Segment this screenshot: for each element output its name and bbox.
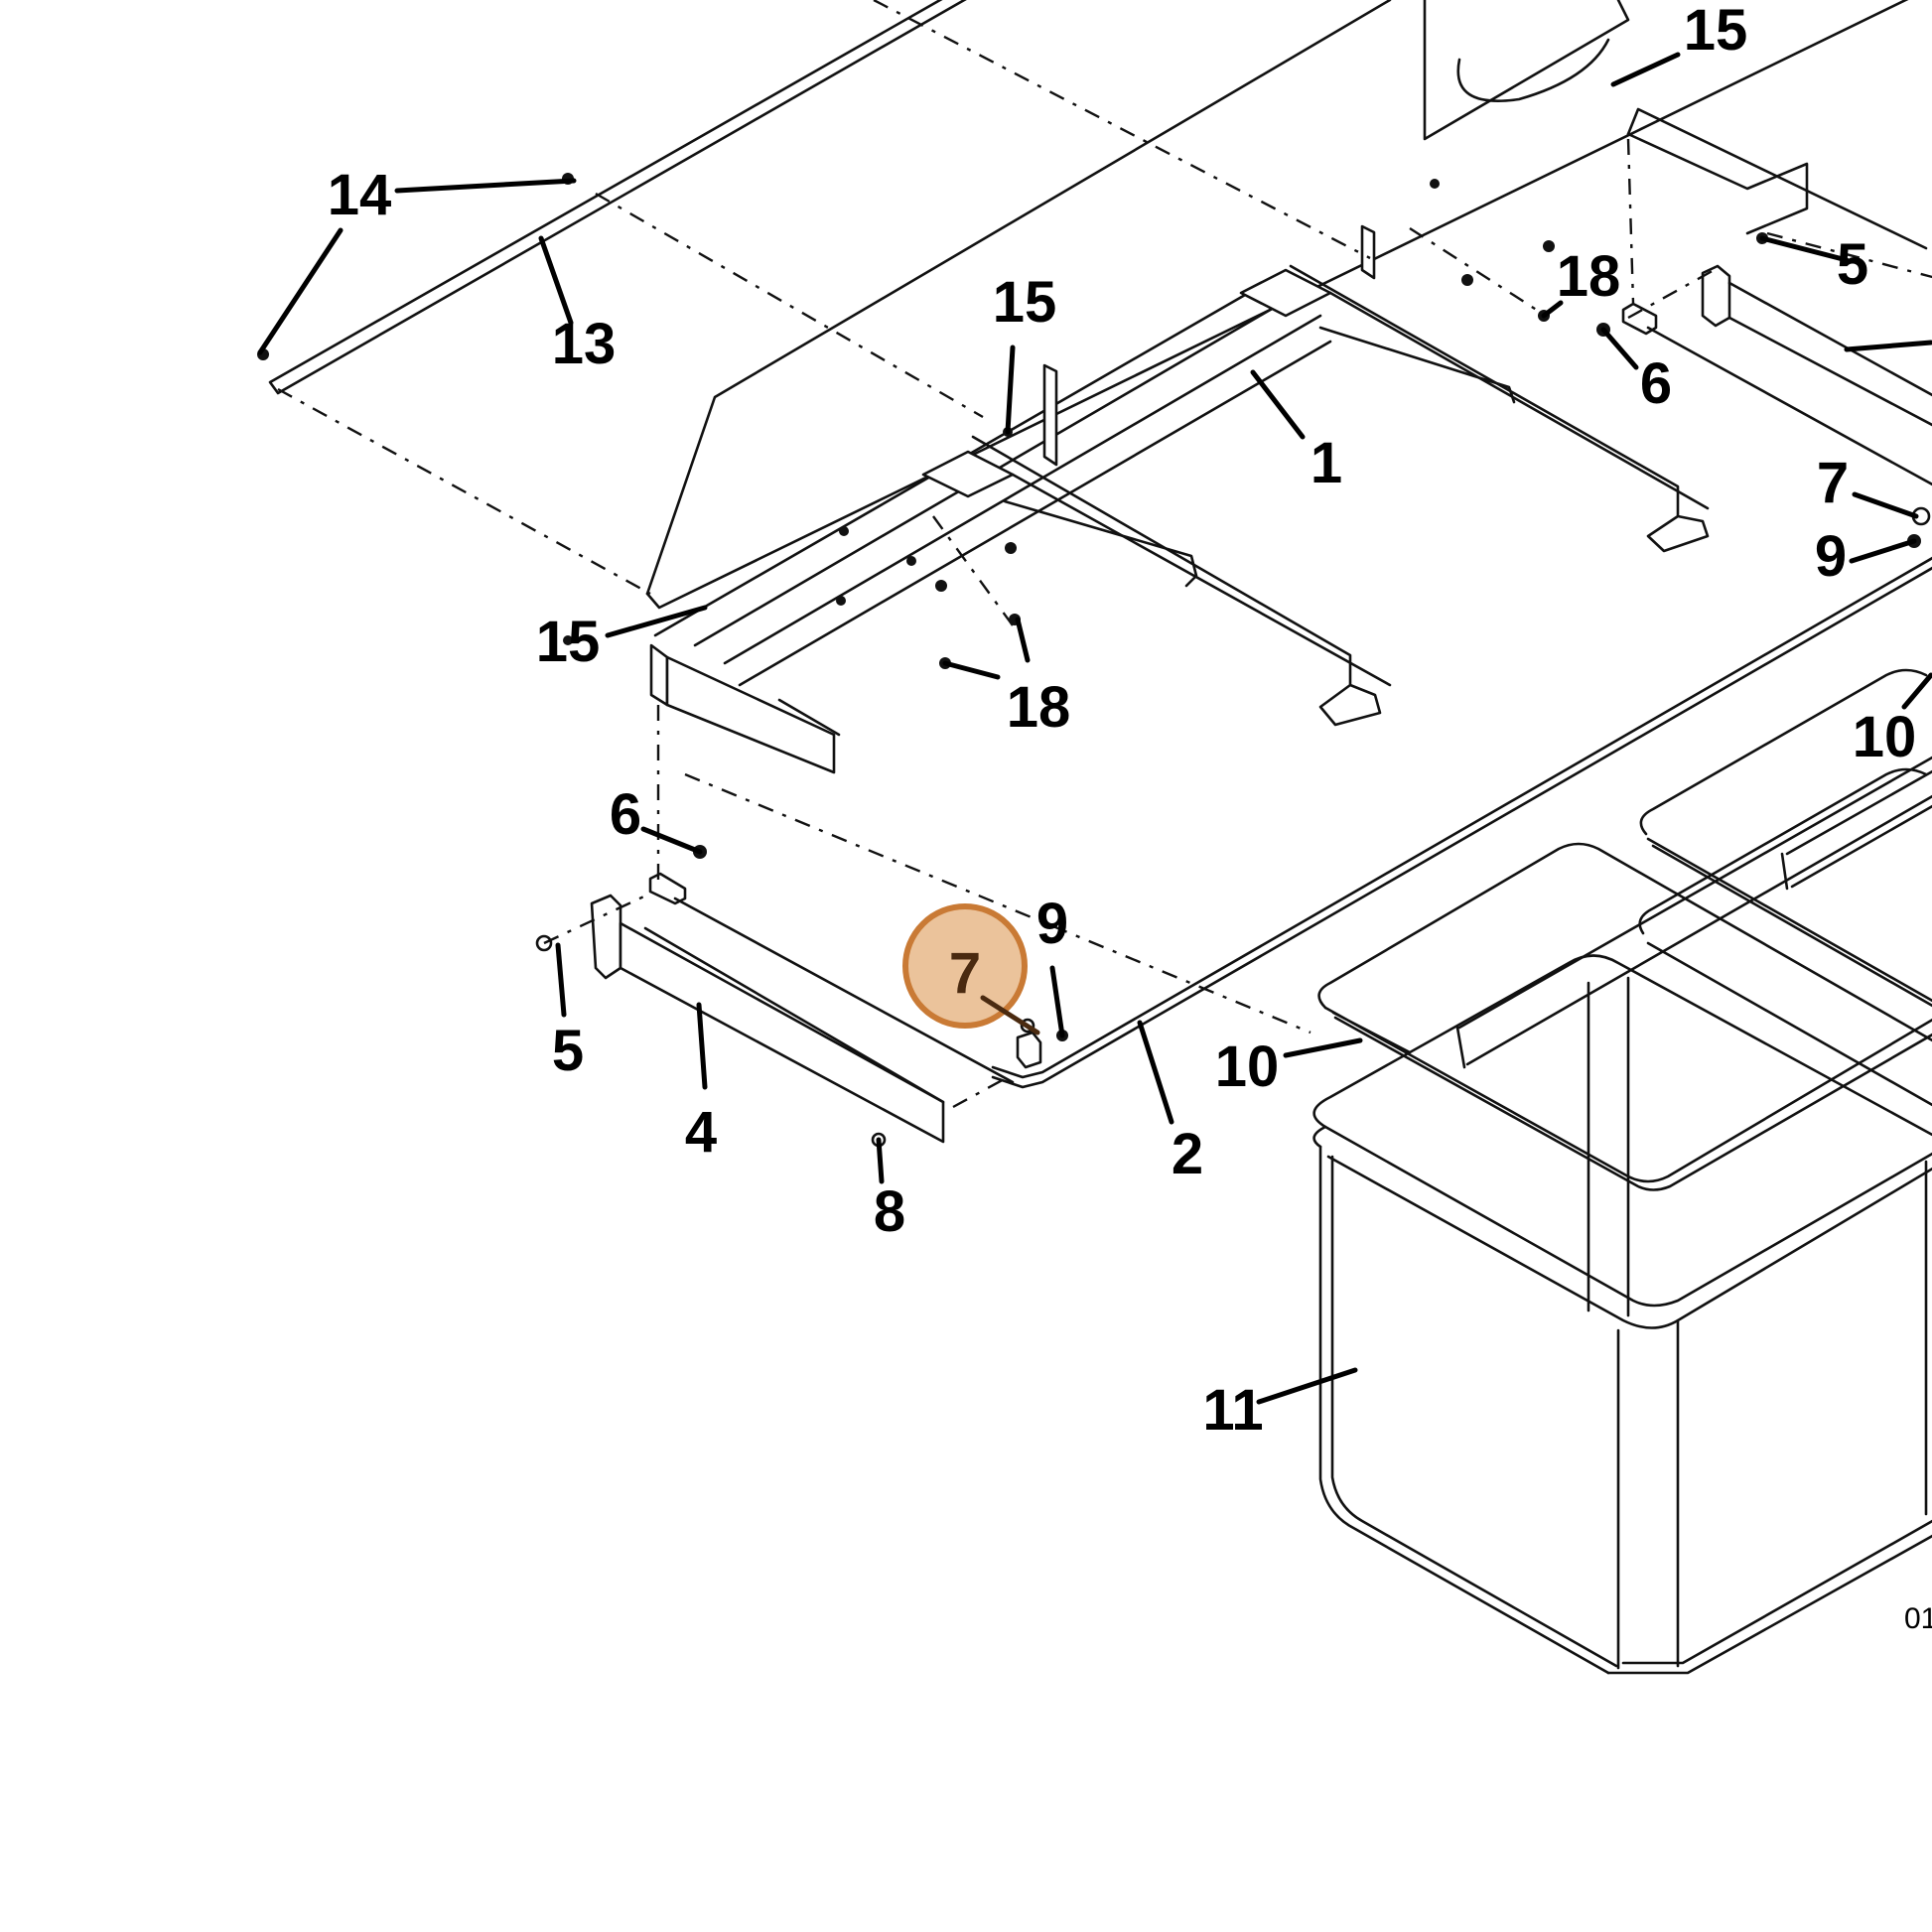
- callout-6-upper: 6: [1640, 351, 1672, 416]
- callout-5-upper: 5: [1837, 232, 1868, 297]
- callout-6-lower: 6: [610, 782, 641, 847]
- callout-4: 4: [685, 1100, 717, 1165]
- part-1-frame: [645, 0, 1928, 774]
- part-2-base-frame: [991, 556, 1932, 1089]
- callout-2: 2: [1172, 1122, 1203, 1186]
- figure-code: 01: [1904, 1602, 1932, 1635]
- part-4-rail: [590, 872, 1042, 1144]
- callout-15-top-right: 15: [1684, 0, 1748, 63]
- callout-18-upper: 18: [1557, 244, 1621, 309]
- callout-15-center: 15: [993, 270, 1057, 335]
- part-geometry: [257, 0, 1932, 1675]
- callout-14: 14: [328, 163, 392, 227]
- leader-lines: [257, 52, 1932, 1405]
- part-11-basket: [1312, 954, 1932, 1675]
- callout-5-lower: 5: [552, 1019, 584, 1083]
- highlight-label: 7: [949, 941, 981, 1006]
- callout-15-left: 15: [536, 610, 601, 674]
- part-10-basket-frames: [1317, 668, 1932, 1191]
- callout-1: 1: [1311, 431, 1342, 495]
- callout-7-right: 7: [1817, 451, 1849, 515]
- callout-9-lower: 9: [1036, 892, 1068, 956]
- callout-10-lower: 10: [1215, 1035, 1280, 1099]
- callout-10-right: 10: [1853, 705, 1917, 769]
- callout-8: 8: [874, 1179, 905, 1244]
- callout-11: 11: [1202, 1378, 1263, 1443]
- callout-labels: 15 14 13 15 1 18 5 6 7 9 15 18 10 6 9 5 …: [328, 0, 1917, 1443]
- part-right-rail: [1621, 264, 1932, 486]
- highlighted-callout-7[interactable]: 7: [902, 903, 1040, 1035]
- callout-18-lower: 18: [1007, 675, 1071, 740]
- highlight-circle[interactable]: [902, 903, 1028, 1029]
- highlight-leader: [980, 995, 1040, 1035]
- callout-9-right: 9: [1815, 524, 1847, 589]
- assembly-dash-lines: [277, 0, 1932, 1109]
- callout-13: 13: [552, 312, 617, 376]
